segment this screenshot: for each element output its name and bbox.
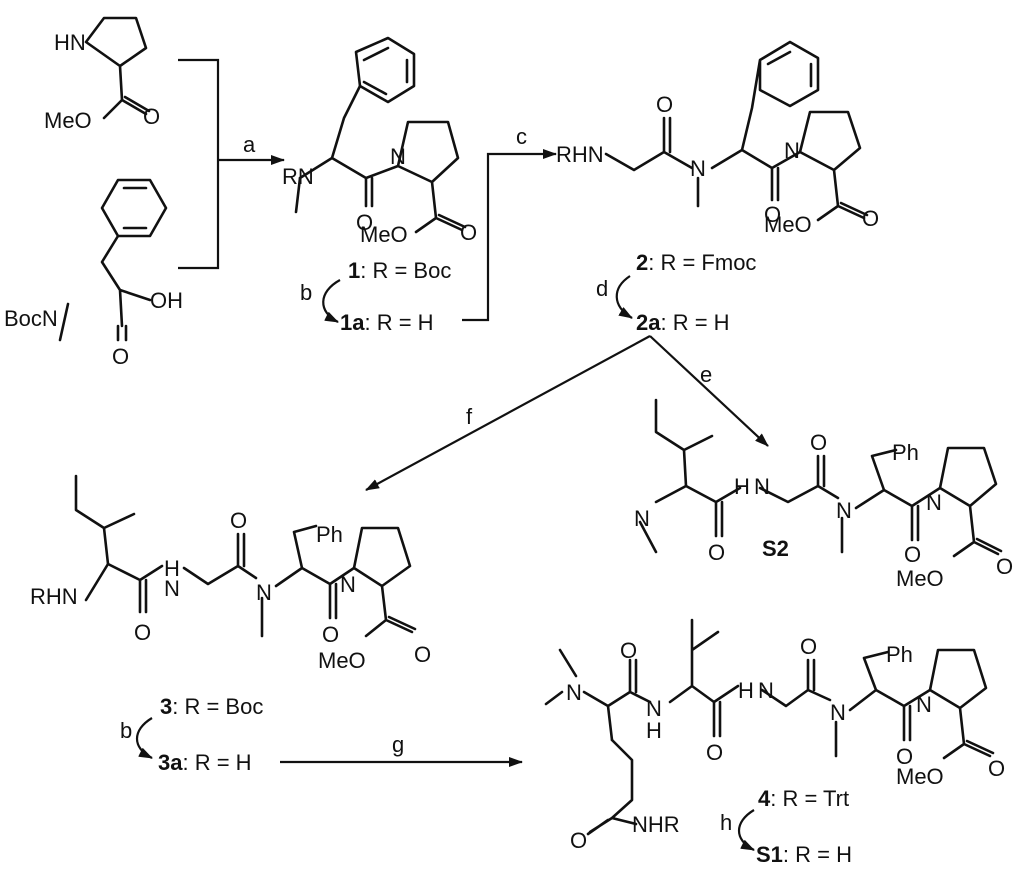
atom-meo: MeO	[896, 764, 944, 789]
atom-n: N	[926, 490, 942, 515]
atom-rhn: RHN	[30, 584, 78, 609]
atom-o: O	[708, 540, 725, 565]
atom-n: N	[646, 696, 662, 721]
boc-nme-phe-acid: BocN OH O	[4, 178, 183, 369]
atom-rhn: RHN	[556, 142, 604, 167]
atom-o: O	[904, 542, 921, 567]
arrow-c	[462, 149, 557, 322]
label-compound-3: 3: R = Boc	[160, 694, 263, 719]
atom-h: H	[738, 678, 754, 703]
atom-h: H	[734, 474, 750, 499]
reagent-h: h	[720, 810, 732, 835]
atom-n: N	[634, 506, 650, 531]
atom-o: O	[810, 430, 827, 455]
atom-ph: Ph	[316, 522, 343, 547]
atom-o: O	[764, 202, 781, 227]
label-compound-4: 4: R = Trt	[758, 786, 849, 811]
reagent-b2: b	[120, 718, 132, 743]
atom-o: O	[800, 634, 817, 659]
bracket	[178, 58, 220, 270]
atom-o: O	[322, 622, 339, 647]
reagent-g: g	[392, 732, 404, 757]
reagent-b1: b	[300, 280, 312, 305]
atom-o: O	[706, 740, 723, 765]
reagent-d: d	[596, 276, 608, 301]
atom-h: H	[164, 556, 180, 581]
atom-n: N	[164, 576, 180, 601]
atom-n: N	[836, 498, 852, 523]
label-compound-s2: S2	[762, 536, 789, 561]
compound-s2-structure: N H N O N Ph N O O MeO O	[634, 398, 1013, 591]
atom-ph: Ph	[892, 440, 919, 465]
atom-o: O	[143, 104, 160, 129]
atom-o: O	[112, 344, 129, 369]
arrow-h	[737, 809, 755, 851]
atom-meo: MeO	[318, 648, 366, 673]
arrow-f	[365, 335, 651, 491]
arrow-e	[649, 335, 769, 447]
atom-n: N	[340, 572, 356, 597]
atom-o: O	[620, 638, 637, 663]
atom-o: O	[570, 828, 587, 853]
atom-o: O	[862, 206, 879, 231]
reagent-e: e	[700, 362, 712, 387]
atom-o: O	[230, 508, 247, 533]
atom-o: O	[460, 220, 477, 245]
reagent-c: c	[516, 124, 527, 149]
arrow-d	[615, 275, 633, 319]
atom-bocn: BocN	[4, 306, 58, 331]
atom-n: N	[690, 156, 706, 181]
atom-hn: HN	[54, 30, 86, 55]
atom-o: O	[356, 210, 373, 235]
atom-o: O	[134, 620, 151, 645]
atom-o: O	[996, 554, 1013, 579]
compound-2-structure: RHN O N N O MeO O	[556, 40, 879, 237]
atom-rn: RN	[282, 164, 314, 189]
atom-o: O	[988, 756, 1005, 781]
compound-3-structure: RHN H N O N Ph N O O MeO O	[30, 474, 431, 673]
atom-meo: MeO	[764, 212, 812, 237]
label-compound-1: 1: R = Boc	[348, 258, 451, 283]
atom-n: N	[256, 580, 272, 605]
atom-n: N	[758, 678, 774, 703]
atom-nhr: NHR	[632, 812, 680, 837]
reagent-f: f	[466, 404, 473, 429]
atom-n: N	[390, 144, 406, 169]
atom-meo: MeO	[896, 566, 944, 591]
label-compound-3a: 3a: R = H	[158, 750, 252, 775]
reagent-a: a	[243, 132, 256, 157]
atom-ph: Ph	[886, 642, 913, 667]
proline-methyl-ester: HN MeO O	[44, 16, 160, 133]
label-compound-2a: 2a: R = H	[636, 310, 730, 335]
arrow-b1	[322, 279, 341, 323]
atom-meo: MeO	[360, 222, 408, 247]
atom-n: N	[916, 692, 932, 717]
atom-h: H	[646, 718, 662, 743]
atom-o: O	[656, 92, 673, 117]
label-compound-2: 2: R = Fmoc	[636, 250, 756, 275]
atom-n: N	[566, 680, 582, 705]
atom-meo: MeO	[44, 108, 92, 133]
atom-oh: OH	[150, 288, 183, 313]
atom-n: N	[784, 138, 800, 163]
atom-o: O	[414, 642, 431, 667]
label-compound-1a: 1a: R = H	[340, 310, 434, 335]
atom-o: O	[896, 744, 913, 769]
atom-n: N	[830, 700, 846, 725]
compound-1-structure: RN N O MeO O	[282, 36, 477, 247]
label-compound-s1: S1: R = H	[756, 842, 852, 867]
arrow-b2	[135, 717, 153, 759]
atom-n: N	[754, 474, 770, 499]
compound-4-structure: N O N H H N O N Ph N O O MeO O O NHR	[544, 618, 1005, 853]
